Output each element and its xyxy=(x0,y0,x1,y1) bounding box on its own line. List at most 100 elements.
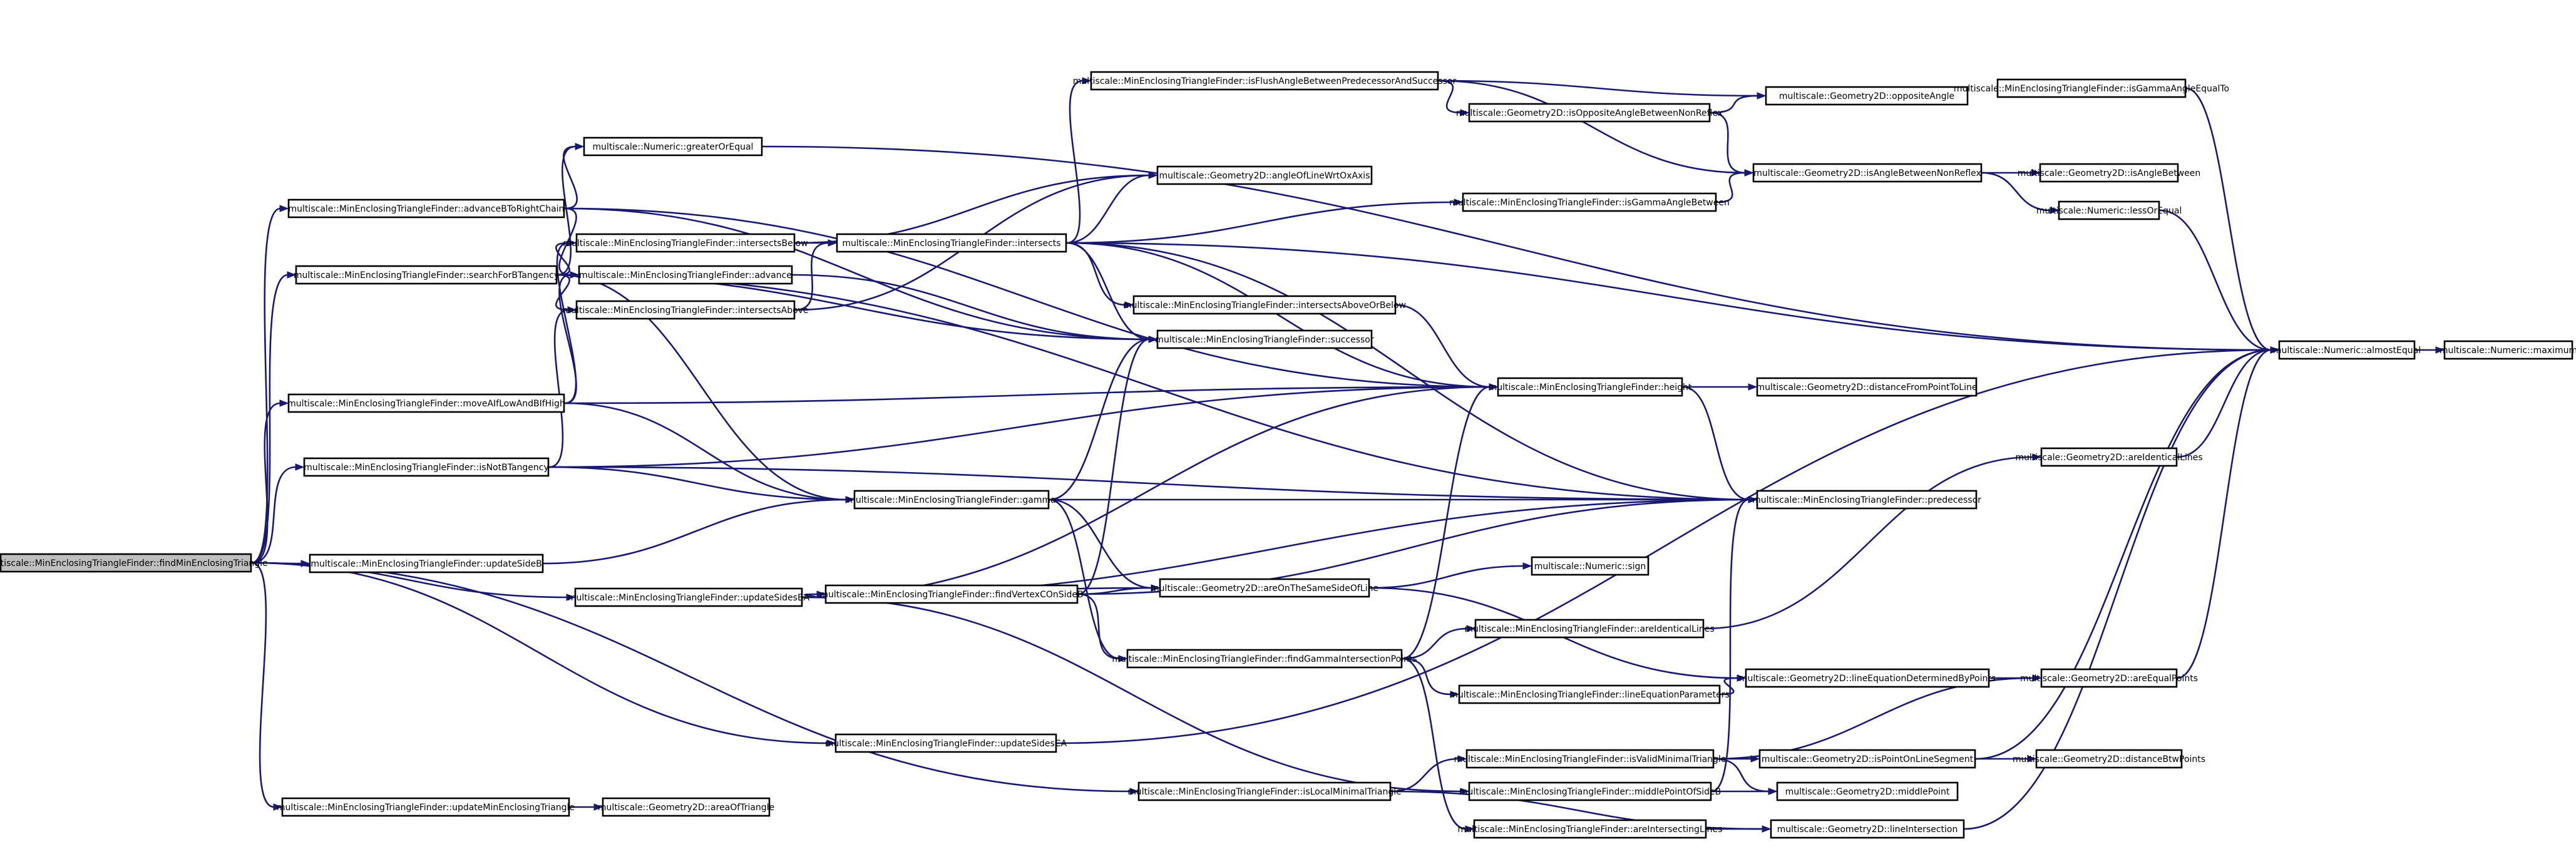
graph-node-successor[interactable]: multiscale::MinEnclosingTriangleFinder::… xyxy=(1155,329,1374,349)
call-edge-arrowhead xyxy=(1465,825,1475,833)
graph-node-findVC[interactable]: multiscale::MinEnclosingTriangleFinder::… xyxy=(819,584,1084,604)
call-edge-root-to-moveAlt xyxy=(251,399,289,564)
graph-node-isAngB[interactable]: multiscale::Geometry2D::isAngleBetween xyxy=(2018,163,2201,183)
call-edge-line xyxy=(1066,242,2272,351)
graph-node-distPL[interactable]: multiscale::Geometry2D::distanceFromPoin… xyxy=(1757,377,1978,397)
graph-node-box xyxy=(1468,781,1712,801)
call-edge-arrowhead xyxy=(575,143,585,150)
graph-node-midPoint[interactable]: multiscale::Geometry2D::middlePoint xyxy=(1776,781,1959,801)
graph-node-isAngBNR[interactable]: multiscale::Geometry2D::isAngleBetweenNo… xyxy=(1752,163,1983,183)
call-edge-line xyxy=(1438,80,1758,97)
graph-node-updBA[interactable]: multiscale::MinEnclosingTriangleFinder::… xyxy=(568,587,810,607)
graph-node-isFlush[interactable]: multiscale::MinEnclosingTriangleFinder::… xyxy=(1073,71,1457,91)
call-edge-arrowhead xyxy=(273,803,283,811)
call-edge-arrowhead xyxy=(295,463,305,471)
call-edge-line xyxy=(794,242,829,311)
graph-node-gte[interactable]: multiscale::Numeric::greaterOrEqual xyxy=(583,136,763,157)
graph-node-searchFB[interactable]: multiscale::MinEnclosingTriangleFinder::… xyxy=(294,265,559,285)
graph-node-box xyxy=(281,797,570,817)
graph-node-advance[interactable]: multiscale::MinEnclosingTriangleFinder::… xyxy=(578,265,793,285)
call-edge-line xyxy=(564,207,1491,388)
call-edge-intAB-to-height xyxy=(1395,304,1499,391)
graph-node-isLocal[interactable]: multiscale::MinEnclosingTriangleFinder::… xyxy=(1127,781,1402,801)
graph-node-box xyxy=(1758,749,1976,769)
graph-node-advBRC[interactable]: multiscale::MinEnclosingTriangleFinder::… xyxy=(287,198,565,219)
call-edge-intersects-to-successor xyxy=(1066,242,1158,343)
call-edge-line xyxy=(1438,80,1746,174)
graph-node-label: multiscale::MinEnclosingTriangleFinder::… xyxy=(1459,787,1722,797)
call-edge-midB-to-midPoint xyxy=(1711,788,1778,795)
graph-node-areIdentMEF[interactable]: multiscale::MinEnclosingTriangleFinder::… xyxy=(1464,619,1715,639)
graph-node-box xyxy=(836,233,1067,253)
graph-node-lineEqDet[interactable]: multiscale::Geometry2D::lineEquationDete… xyxy=(1739,668,1996,688)
graph-node-updCA[interactable]: multiscale::MinEnclosingTriangleFinder::… xyxy=(825,733,1067,753)
call-edge-isGammaAB-to-isAngBNR xyxy=(1716,169,1754,203)
call-edge-arrowhead xyxy=(593,803,603,811)
graph-node-root[interactable]: multiscale::MinEnclosingTriangleFinder::… xyxy=(0,553,268,573)
call-edge-searchFB-to-gte xyxy=(557,143,585,276)
graph-node-lineInt[interactable]: multiscale::Geometry2D::lineIntersection xyxy=(1770,819,1965,839)
call-edge-line xyxy=(555,242,570,276)
graph-node-intersects[interactable]: multiscale::MinEnclosingTriangleFinder::… xyxy=(836,233,1067,253)
call-edge-line xyxy=(548,309,569,468)
graph-node-box xyxy=(1156,329,1373,349)
graph-node-isOppNR[interactable]: multiscale::Geometry2D::isOppositeAngleB… xyxy=(1456,103,1723,123)
call-edge-intersects-to-isFlush xyxy=(1066,77,1092,244)
graph-node-label: multiscale::MinEnclosingTriangleFinder::… xyxy=(289,204,565,214)
graph-node-box xyxy=(1745,668,1990,688)
graph-node-isGammaAB[interactable]: multiscale::MinEnclosingTriangleFinder::… xyxy=(1449,192,1730,212)
graph-node-areEqP[interactable]: multiscale::Geometry2D::areEqualPoints xyxy=(2020,668,2198,688)
call-edge-midB-to-predecessor xyxy=(1711,496,1758,793)
graph-node-box xyxy=(1474,619,1705,639)
graph-node-gamma[interactable]: multiscale::MinEnclosingTriangleFinder::… xyxy=(847,490,1056,510)
graph-node-isGammaEq[interactable]: multiscale::MinEnclosingTriangleFinder::… xyxy=(1954,78,2229,98)
graph-node-sign[interactable]: multiscale::Numeric::sign xyxy=(1531,556,1650,576)
graph-node-box xyxy=(1756,490,1978,510)
graph-node-findGIP[interactable]: multiscale::MinEnclosingTriangleFinder::… xyxy=(1112,649,1417,669)
graph-node-height[interactable]: multiscale::MinEnclosingTriangleFinder::… xyxy=(1489,377,1692,397)
graph-node-updB[interactable]: multiscale::MinEnclosingTriangleFinder::… xyxy=(309,553,544,574)
graph-node-predecessor[interactable]: multiscale::MinEnclosingTriangleFinder::… xyxy=(1752,490,1981,510)
call-edge-line xyxy=(558,274,577,404)
call-edge-line xyxy=(1710,95,1758,114)
graph-node-intBelow[interactable]: multiscale::MinEnclosingTriangleFinder::… xyxy=(563,233,808,253)
graph-node-box xyxy=(303,457,550,477)
graph-node-isPOLS[interactable]: multiscale::Geometry2D::isPointOnLineSeg… xyxy=(1758,749,1976,769)
graph-node-isNotB[interactable]: multiscale::MinEnclosingTriangleFinder::… xyxy=(303,457,550,477)
call-edge-line xyxy=(548,386,1491,468)
call-edge-isAngBNR-to-isAngB xyxy=(1982,169,2041,177)
graph-node-label: multiscale::Numeric::greaterOrEqual xyxy=(593,142,754,152)
call-edge-line xyxy=(1713,677,2034,760)
graph-node-label: multiscale::MinEnclosingTriangleFinder::… xyxy=(1073,76,1457,86)
call-edge-line xyxy=(762,145,2272,351)
graph-node-distBP[interactable]: multiscale::Geometry2D::distanceBtwPoint… xyxy=(2013,749,2205,769)
graph-node-lineEqParams[interactable]: multiscale::MinEnclosingTriangleFinder::… xyxy=(1449,684,1730,704)
call-edge-line xyxy=(2185,87,2272,351)
graph-node-lessEq[interactable]: multiscale::Numeric::lessOrEqual xyxy=(2036,200,2182,220)
call-edge-line xyxy=(1077,593,1120,660)
graph-node-oppAngle[interactable]: multiscale::Geometry2D::oppositeAngle xyxy=(1765,86,1969,106)
call-edge-advance-to-successor xyxy=(792,274,1158,343)
graph-node-angleOx[interactable]: multiscale::Geometry2D::angleOfLineWrtOx… xyxy=(1156,165,1373,185)
graph-node-areIdentG[interactable]: multiscale::Geometry2D::areIdenticalLine… xyxy=(2015,447,2203,467)
graph-node-areOnSame[interactable]: multiscale::Geometry2D::areOnTheSameSide… xyxy=(1151,578,1378,598)
graph-node-areInt[interactable]: multiscale::MinEnclosingTriangleFinder::… xyxy=(1458,819,1723,839)
graph-node-label: multiscale::MinEnclosingTriangleFinder::… xyxy=(1449,690,1730,700)
graph-node-almostEq[interactable]: multiscale::Numeric::almostEqual xyxy=(2273,340,2421,360)
call-edge-line xyxy=(1066,80,1084,244)
graph-node-areaTri[interactable]: multiscale::Geometry2D::areaOfTriangle xyxy=(598,797,774,817)
graph-node-midB[interactable]: multiscale::MinEnclosingTriangleFinder::… xyxy=(1459,781,1722,801)
graph-node-moveAlt[interactable]: multiscale::MinEnclosingTriangleFinder::… xyxy=(287,393,565,413)
graph-node-box xyxy=(1132,295,1397,315)
graph-node-intAB[interactable]: multiscale::MinEnclosingTriangleFinder::… xyxy=(1123,295,1406,315)
graph-node-maximum[interactable]: multiscale::Numeric::maximum xyxy=(2440,340,2576,360)
graph-node-label: multiscale::MinEnclosingTriangleFinder::… xyxy=(1954,84,2229,94)
graph-node-updMin[interactable]: multiscale::MinEnclosingTriangleFinder::… xyxy=(277,797,575,817)
call-edge-arrowhead xyxy=(2032,674,2042,682)
graph-node-label: multiscale::MinEnclosingTriangleFinder::… xyxy=(1752,495,1981,505)
call-edge-arrowhead xyxy=(1768,788,1778,795)
graph-node-intAbove[interactable]: multiscale::MinEnclosingTriangleFinder::… xyxy=(562,300,809,320)
graph-node-isValid[interactable]: multiscale::MinEnclosingTriangleFinder::… xyxy=(1454,749,1727,769)
graph-node-label: multiscale::Geometry2D::distanceFromPoin… xyxy=(1757,383,1978,393)
call-edge-intersects-to-predecessor xyxy=(1066,242,1758,503)
